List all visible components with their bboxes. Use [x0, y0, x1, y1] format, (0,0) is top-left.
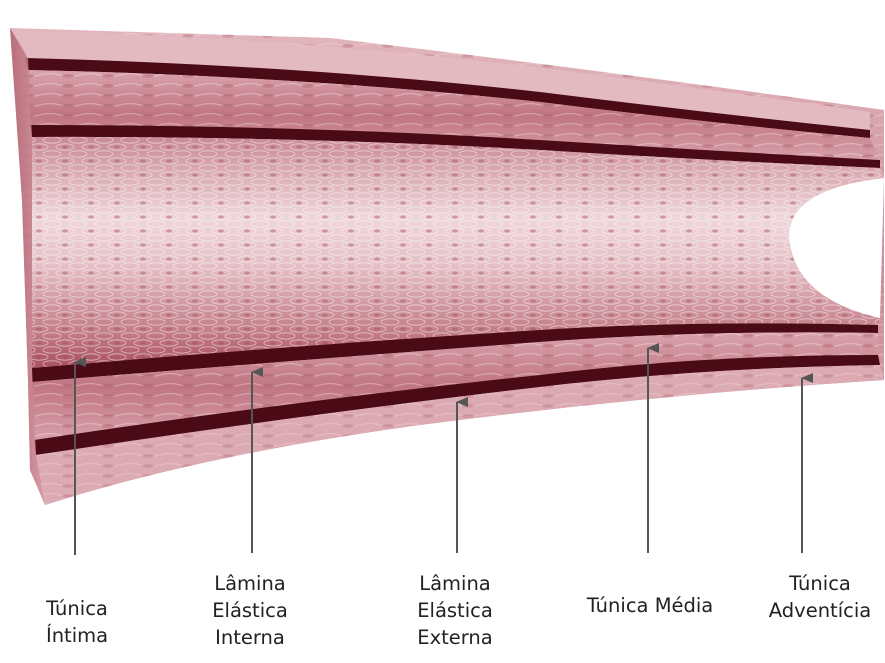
label-line: Íntima: [32, 622, 122, 649]
label-lamina-elastica-interna: Lâmina Elástica Interna: [200, 570, 300, 651]
label-line: Elástica: [405, 597, 505, 624]
label-line: Lâmina: [405, 570, 505, 597]
label-line: Túnica: [32, 595, 122, 622]
label-line: Externa: [405, 624, 505, 651]
label-line: Túnica Média: [570, 592, 730, 619]
label-line: Lâmina: [200, 570, 300, 597]
label-tunica-intima: Túnica Íntima: [32, 595, 122, 649]
label-line: Elástica: [200, 597, 300, 624]
label-tunica-media: Túnica Média: [570, 592, 730, 619]
label-line: Adventícia: [765, 597, 875, 624]
label-tunica-adventicia: Túnica Adventícia: [765, 570, 875, 624]
label-lamina-elastica-externa: Lâmina Elástica Externa: [405, 570, 505, 651]
label-line: Interna: [200, 624, 300, 651]
label-line: Túnica: [765, 570, 875, 597]
